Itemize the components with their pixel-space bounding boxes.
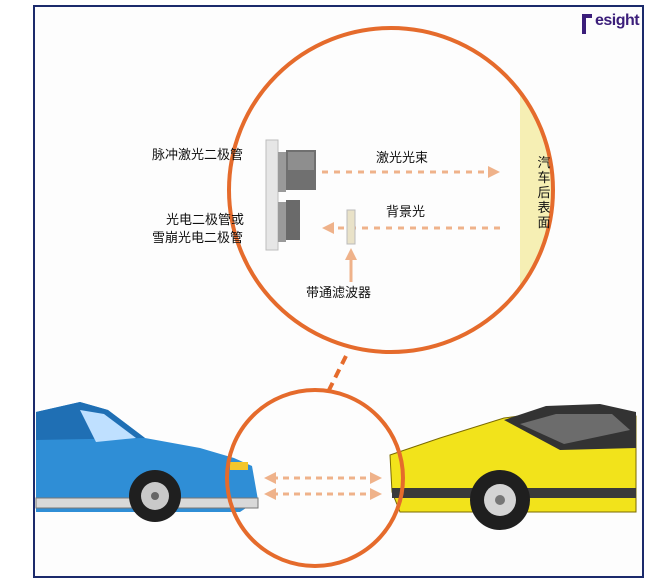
background-light-arrow bbox=[322, 222, 500, 234]
filter-pointer-arrow bbox=[345, 248, 357, 282]
zoom-connector bbox=[326, 355, 348, 393]
label-bandpass-filter: 带通滤波器 bbox=[306, 286, 372, 301]
lens-logo-icon bbox=[582, 14, 592, 34]
label-background-light: 背景光 bbox=[386, 205, 426, 220]
label-car-rear-surface: 汽车后表面 bbox=[537, 156, 551, 231]
blue-car bbox=[35, 402, 259, 522]
distance-arrow bbox=[264, 472, 382, 500]
label-photodiode-line2: 雪崩光电二极管 bbox=[152, 231, 244, 246]
zoom-circle bbox=[227, 26, 555, 354]
laser-beam-arrow bbox=[322, 166, 500, 178]
sensor-module bbox=[265, 139, 316, 251]
label-photodiode-line1: 光电二极管或 bbox=[166, 213, 245, 228]
bandpass-filter bbox=[346, 209, 356, 245]
label-laser-beam: 激光光束 bbox=[376, 151, 429, 166]
label-pulse-laser-diode: 脉冲激光二极管 bbox=[152, 148, 244, 163]
detail-circle bbox=[225, 388, 405, 568]
yellow-car bbox=[389, 404, 637, 530]
logo-text: esight bbox=[595, 12, 640, 29]
